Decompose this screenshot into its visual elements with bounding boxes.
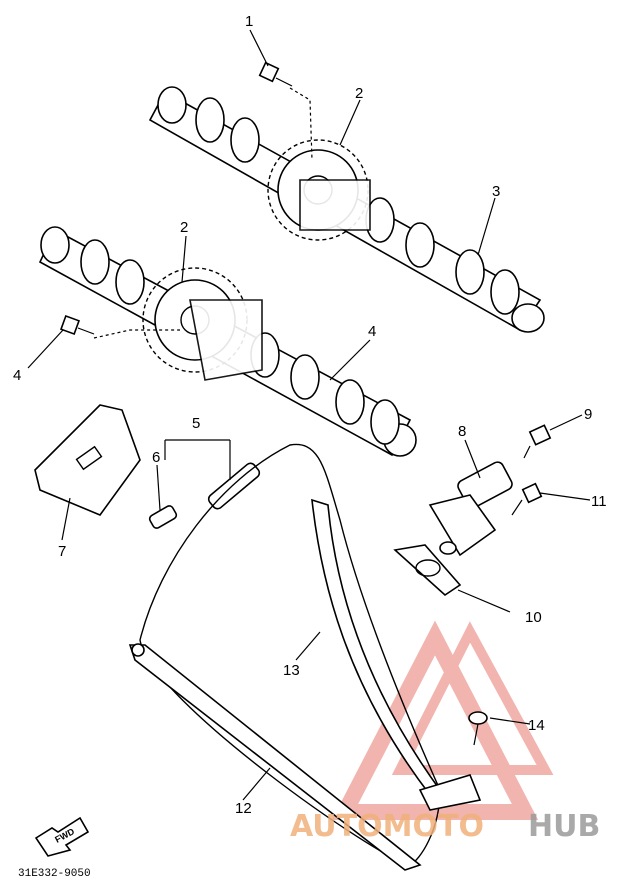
cam-chain: [139, 443, 441, 866]
callout-2-lower: 2: [180, 219, 188, 236]
callout-4-lower: 4: [13, 367, 21, 384]
gasket-10: [393, 544, 462, 597]
guide-bolt-14: [418, 711, 488, 811]
callout-2-top: 2: [355, 85, 363, 102]
fwd-arrow-icon: FWD: [34, 816, 90, 857]
callout-10: 10: [525, 609, 542, 626]
chain-guide-top: [34, 404, 141, 516]
chain-link-5: [207, 462, 261, 510]
cam-sprocket-lower: [142, 267, 263, 381]
diagram-code: 31E332-9050: [18, 868, 91, 880]
callout-3: 4: [368, 323, 376, 340]
tensioner-cap-bolt-9: [523, 424, 552, 459]
sprocket-bolt-upper: [258, 61, 313, 161]
callout-8: 8: [458, 423, 466, 440]
callout-1: 3: [492, 183, 500, 200]
sprocket-bolt-lower: [60, 315, 180, 339]
callout-6: 6: [152, 449, 160, 466]
chain-guide-12: [128, 643, 422, 871]
chain-tensioner-8: [428, 461, 513, 557]
callout-11: 11: [591, 493, 607, 510]
callout-5: 5: [192, 415, 200, 432]
cam-sprocket-upper: [267, 139, 371, 241]
watermark-text-main: AUTOMOTO: [290, 809, 484, 844]
callout-4-top: 1: [245, 13, 253, 30]
tensioner-bolt-11: [511, 482, 543, 516]
callout-12: 12: [235, 800, 252, 817]
watermark-text-hub: HUB: [528, 809, 600, 844]
leader-lines: [27, 29, 591, 801]
chain-link-6: [148, 505, 178, 529]
callout-9: 9: [584, 406, 592, 423]
callout-7: 7: [58, 543, 66, 560]
callout-14: 14: [528, 717, 545, 734]
callout-13: 13: [283, 662, 300, 679]
